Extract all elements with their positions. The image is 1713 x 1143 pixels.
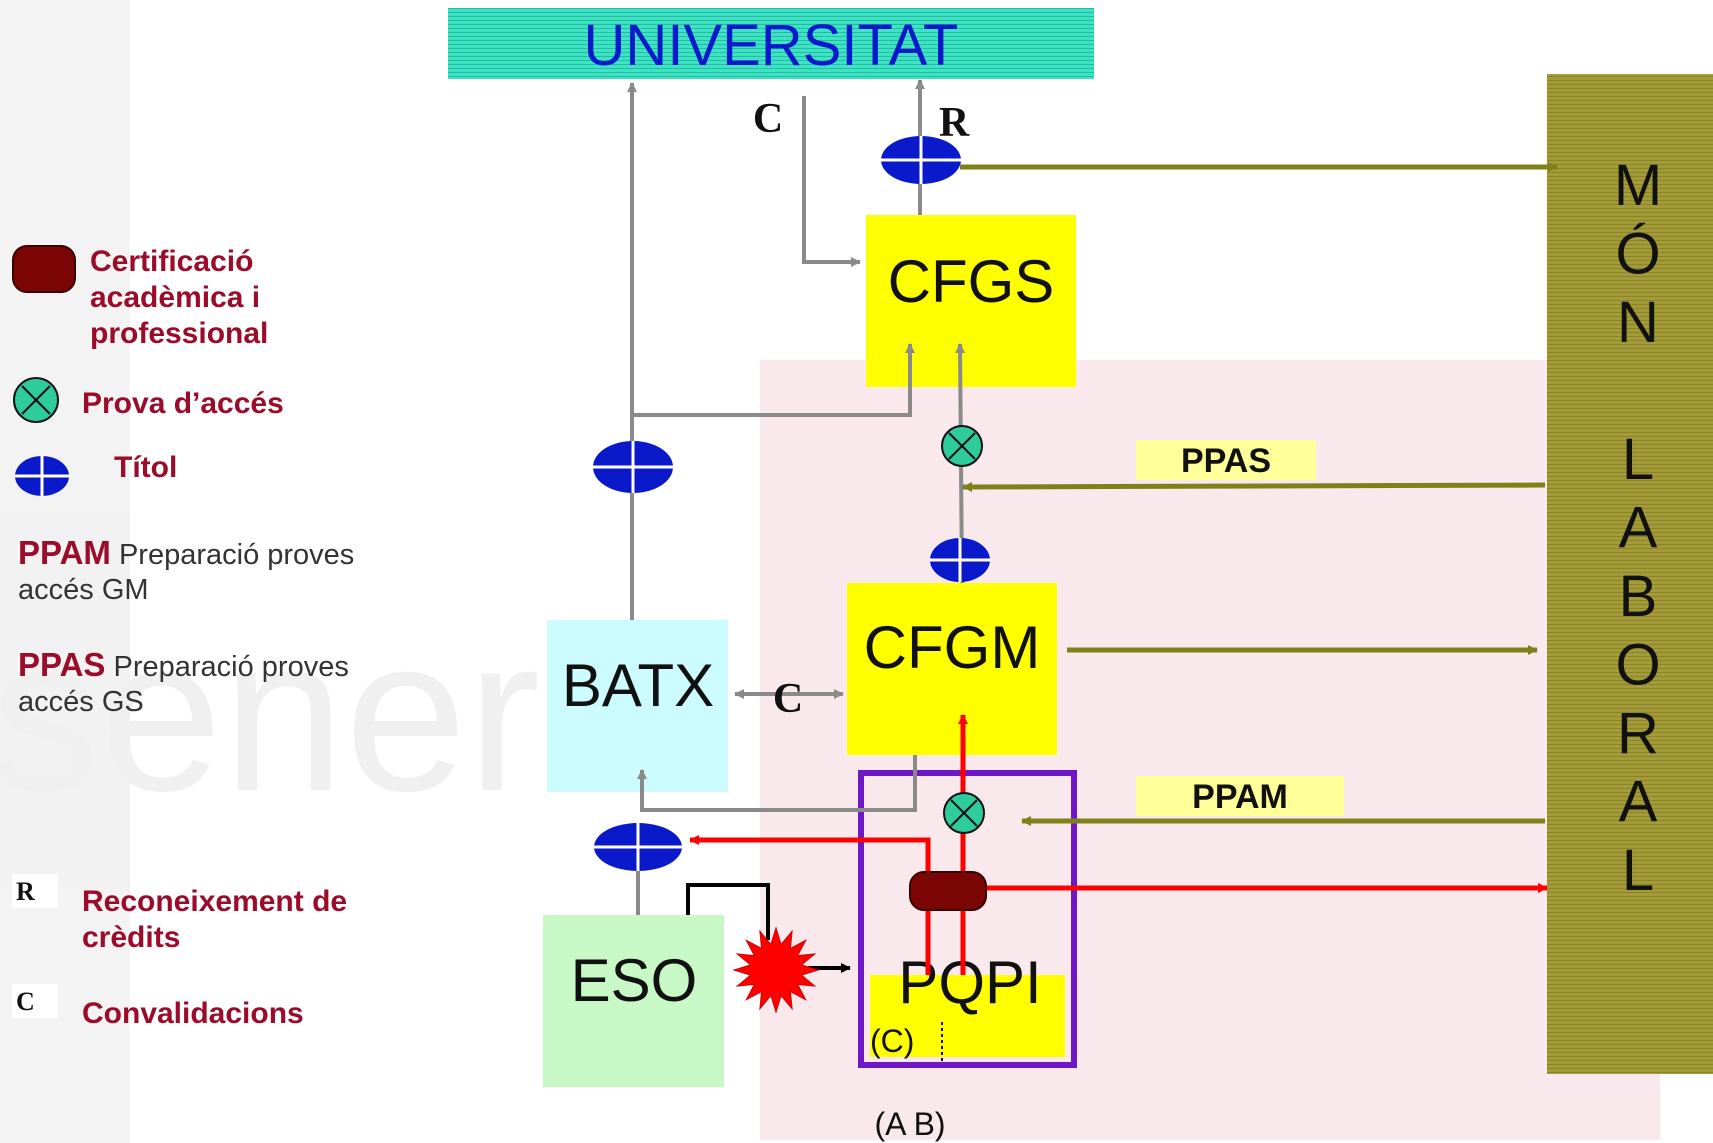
mon-laboral-letter: A: [1619, 770, 1658, 835]
burst-icon: [732, 926, 820, 1014]
legend-c-text: Convalidacions: [82, 997, 304, 1030]
legend-ppam-abbr: PPAM: [18, 534, 111, 571]
arrow-pqpi-eso-titol: [689, 835, 931, 975]
pqpi-label: PQPI: [898, 949, 1041, 1016]
eso-box: [543, 915, 724, 1087]
ppas-label: PPAS: [1181, 442, 1271, 480]
cfgm-label: CFGM: [864, 614, 1041, 681]
legend-titol-text: Títol: [114, 451, 178, 484]
legend-cert-text: Certificació acadèmica i professional: [90, 245, 269, 350]
titol-icon: [594, 823, 682, 871]
legend-titol-icon: [15, 456, 69, 496]
pqpi-box: [870, 975, 1065, 1057]
prova-icon: [943, 792, 985, 834]
mon-laboral-letter: N: [1617, 290, 1659, 355]
legend-ppas: PPAS Preparació proves accés GS: [18, 645, 418, 720]
cert-icon: [909, 871, 987, 911]
titol-icon: [930, 538, 990, 582]
legend-prova-text: Prova d’accés: [82, 387, 284, 420]
cfgm-box: [847, 583, 1057, 755]
cfgs-box: [866, 215, 1076, 387]
batx-box: [547, 620, 728, 792]
titol-icon: [593, 441, 673, 493]
legend-ppam: PPAM Preparació proves accés GM: [18, 533, 418, 608]
universitat-title: UNIVERSITAT: [584, 13, 959, 78]
legend-c-box: [12, 984, 58, 1018]
mon-laboral-letter: Ó: [1615, 222, 1660, 287]
universitat-box: [448, 8, 1094, 79]
legend-ppam-desc: Preparació proves accés GM: [18, 539, 355, 606]
eso-loop-line: [686, 883, 770, 940]
red-arrows: [689, 714, 1548, 975]
r-label-universitat: R: [939, 100, 970, 146]
arrow-pqpi-batx: [637, 755, 917, 812]
mon-laboral-letter: L: [1622, 838, 1654, 903]
mon-laboral-letter: M: [1614, 153, 1662, 218]
legend-r-letter: R: [16, 877, 35, 906]
legend-ppas-desc: Preparació proves accés GS: [18, 651, 349, 718]
mon-laboral-letter: R: [1617, 701, 1659, 766]
black-arrows: [686, 883, 851, 973]
legend-c-letter: C: [16, 987, 35, 1016]
pqpi-note: (C): [870, 1023, 914, 1059]
legend-ppas-abbr: PPAS: [18, 646, 106, 683]
c-label-batx-cfgm: C: [773, 676, 803, 722]
c-label-universitat: C: [753, 96, 783, 142]
mon-laboral-letter: A: [1619, 496, 1658, 561]
mon-laboral-letter: O: [1615, 633, 1660, 698]
olive-arrows: [960, 162, 1558, 826]
ppam-label-bg: [1136, 776, 1344, 816]
mon-laboral-box: [1547, 74, 1713, 1074]
ppam-label: PPAM: [1192, 778, 1288, 816]
legend-r-box: [12, 874, 58, 908]
legend-cert-icon: [12, 245, 76, 293]
legend-r-text: Reconeixement de crèdits: [82, 885, 348, 954]
arrow-batx-cfgs: [632, 343, 915, 417]
eso-label: ESO: [571, 947, 698, 1014]
cfgs-label: CFGS: [888, 248, 1055, 315]
titol-icon: [881, 136, 961, 184]
ppas-label-bg: [1136, 440, 1316, 480]
footnote-ab: (A B): [874, 1106, 945, 1142]
mon-laboral-letter: B: [1619, 564, 1658, 629]
mon-laboral-letter: L: [1622, 427, 1654, 492]
prova-icon: [941, 425, 983, 467]
legend-prova-icon: [13, 377, 59, 423]
batx-label: BATX: [562, 652, 714, 719]
arrow-universitat-cfgs: [802, 96, 861, 267]
pqpi-frame: [858, 770, 1077, 1068]
arrow-ppas: [962, 481, 1546, 492]
